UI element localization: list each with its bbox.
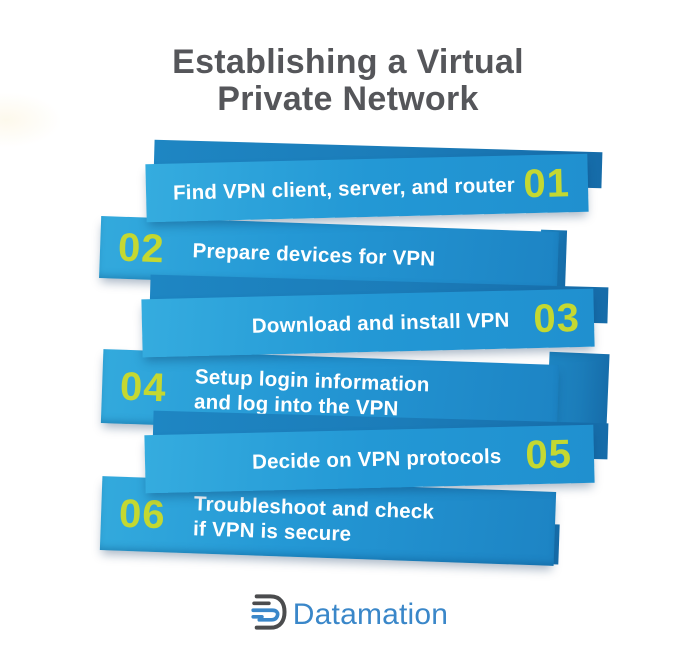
- footer-logo: Datamation: [0, 590, 696, 639]
- step-text: Troubleshoot and check if VPN is secure: [192, 492, 435, 546]
- background-smudge: [0, 92, 62, 148]
- datamation-d-icon: [248, 590, 288, 639]
- step-number: 03: [532, 296, 581, 342]
- page-title-line2: Private Network: [217, 80, 479, 118]
- step-banner-face: Find VPN client, server, and router 01: [145, 153, 589, 223]
- step-number: 01: [522, 161, 571, 207]
- page-title-line1: Establishing a Virtual: [172, 43, 524, 81]
- step-number: 04: [119, 364, 168, 411]
- page-title: Establishing a Virtual Private Network: [0, 44, 696, 118]
- step-text: Decide on VPN protocols: [251, 444, 502, 474]
- step-text: Find VPN client, server, and router: [172, 173, 516, 205]
- step-number: 06: [118, 491, 167, 538]
- step-text: Prepare devices for VPN: [192, 238, 436, 271]
- step-text: Download and install VPN: [251, 308, 510, 338]
- brand-name: Datamation: [292, 597, 449, 631]
- step-banner-1: Find VPN client, server, and router 01: [145, 139, 603, 223]
- step-banner-5: Decide on VPN protocols 05: [144, 410, 609, 494]
- step-banner-6: 06 Troubleshoot and check if VPN is secu…: [99, 476, 560, 566]
- step-banner-face: Download and install VPN 03: [141, 288, 595, 358]
- step-number: 05: [524, 432, 573, 478]
- step-banner-face: Decide on VPN protocols 05: [144, 424, 595, 494]
- step-number: 02: [117, 225, 166, 272]
- step-banner-3: Download and install VPN 03: [141, 274, 609, 358]
